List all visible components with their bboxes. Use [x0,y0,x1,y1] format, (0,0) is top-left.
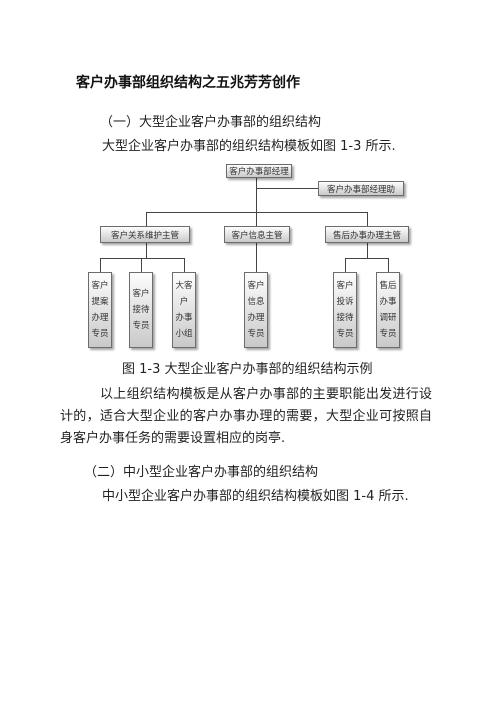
connector-unit-6 [388,258,389,272]
connector-unit-2 [141,258,142,272]
document-title: 客户办事部组织结构之五兆芳芳创作 [76,75,300,91]
org-node-assistant: 客户办事部经理助 [318,181,404,196]
section2-heading: （二）中小型企业客户办事部的组织结构 [84,465,319,480]
connector-unit-5 [345,258,346,272]
org-unit-proposal: 客户 提案 办理 专员 [88,272,112,348]
connector-assistant [256,188,318,189]
section2-text: 中小型企业客户办事部的组织结构模板如图 1-4 所示. [102,489,409,504]
org-unit-aftersales-research: 售后 办事 调研 专员 [376,272,400,348]
connector-manager-3 [367,212,368,226]
body-paragraph: 以上组织结构模板是从客户办事部的主要职能出发进行设计的，适合大型企业的客户办事办… [60,387,432,446]
connector-unit-1 [100,258,101,272]
connector-unit-4 [256,243,257,272]
connector-manager-bar [146,212,368,213]
connector-manager-1 [146,212,147,226]
org-node-relationship-supervisor: 客户关系维护主管 [100,226,190,243]
org-unit-reception: 客户 接待 专员 [129,272,153,348]
connector-m3-bar [345,258,388,259]
section1-text: 大型企业客户办事部的组织结构模板如图 1-3 所示. [102,139,396,154]
connector-unit-3 [184,258,185,272]
org-node-info-supervisor: 客户信息主管 [224,226,290,243]
org-node-manager: 客户办事部经理 [226,164,292,178]
connector-m1-bar [100,258,184,259]
connector-manager-2 [256,212,257,226]
connector-m1-down [146,243,147,259]
org-unit-complaint: 客户 投诉 接待 专员 [333,272,357,348]
section1-heading: （一）大型企业客户办事部的组织结构 [100,115,322,130]
connector-top-vertical [256,177,257,213]
connector-m3-down [367,243,368,259]
org-unit-info-management: 客户 信息 办理 专员 [244,272,268,348]
figure-caption: 图 1-3 大型企业客户办事部的组织结构示例 [122,362,373,377]
org-unit-major-client-team: 大客 户 办事 小组 [172,272,196,348]
org-node-aftersales-supervisor: 售后办事办理主管 [325,226,409,243]
